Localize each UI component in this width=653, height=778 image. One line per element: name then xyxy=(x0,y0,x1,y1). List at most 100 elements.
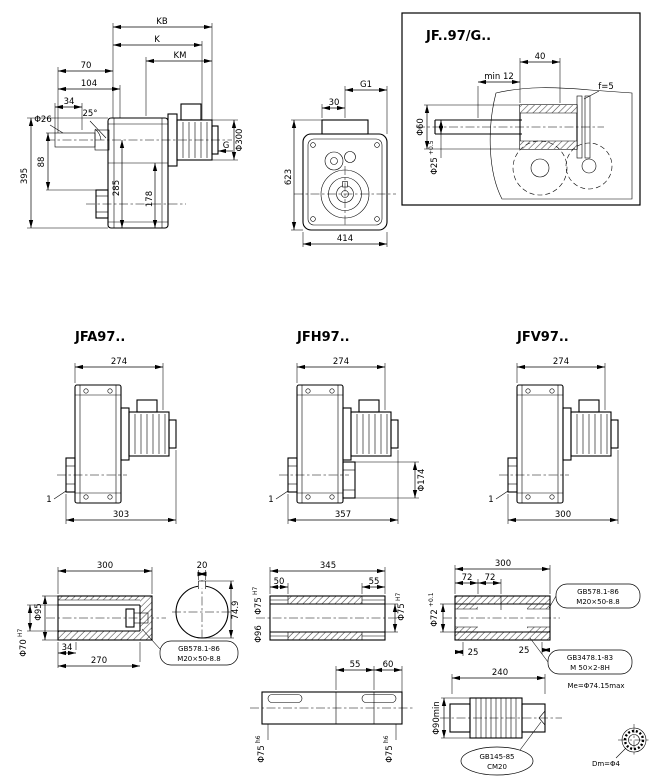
dim-sm-phi75-left-tol: H7 xyxy=(252,586,259,595)
dim-sr-72b: 72 xyxy=(485,573,496,583)
dim-sl-34: 34 xyxy=(62,643,73,653)
motor xyxy=(167,103,219,167)
unit-jfv97: JFV97.. 274 300 1 xyxy=(488,330,619,524)
dim-sm-phi75-right-tol: H7 xyxy=(395,592,402,601)
dim-sl-phi95: Φ95 xyxy=(34,603,44,621)
retaining-bolt xyxy=(125,608,149,628)
dim-sr-phi72: Φ72 +0.1 xyxy=(428,592,440,627)
dim-jfa-303: 303 xyxy=(113,510,129,520)
dim-sr-me: Me=Φ74.15max xyxy=(567,682,624,690)
dim-sr-300: 300 xyxy=(495,559,511,569)
dim-sl-phi70: Φ70 H7 xyxy=(17,628,29,656)
dim-104: 104 xyxy=(81,79,97,89)
dim-sm-phi75h6-right-tol: h6 xyxy=(383,735,390,743)
dim-sm-60: 60 xyxy=(383,660,394,670)
dim-sm-phi75-right: Φ75 H7 xyxy=(395,592,407,620)
dim-phi26: Φ26 xyxy=(34,115,52,125)
dim-sl-749: 74.9 xyxy=(231,601,241,620)
front-view: 30 G1 623 414 xyxy=(284,80,396,247)
dim-285: 285 xyxy=(112,180,122,196)
detail-box: JF..97/G.. 40 min 12 f=5 Φ60 Φ25 +0.5 xyxy=(401,12,641,206)
dim-395: 395 xyxy=(20,168,30,184)
dim-jfh-phi174: Φ174 xyxy=(417,469,427,492)
dim-k: K xyxy=(154,35,160,45)
note-jfa-1: 1 xyxy=(46,495,51,505)
dim-414: 414 xyxy=(337,234,353,244)
svg-text:Φ70: Φ70 xyxy=(19,639,29,657)
dim-sr-25a: 25 xyxy=(468,648,479,658)
svg-text:Φ75: Φ75 xyxy=(254,597,264,615)
dim-88: 88 xyxy=(37,157,47,168)
output-hub xyxy=(95,189,109,219)
center-callout-line1: GB145-85 xyxy=(479,753,514,761)
shaft-detail-keyed: 300 34 270 Φ95 Φ70 H7 20 74.9 GB578.1-86… xyxy=(17,561,241,669)
dim-sr-240: 240 xyxy=(492,668,508,678)
detail-title: JF..97/G.. xyxy=(425,29,491,44)
dim-sm-55-top: 55 xyxy=(369,577,380,587)
dim-sm-55-bot: 55 xyxy=(350,660,361,670)
dim-phi300: Φ300 xyxy=(235,129,245,152)
dim-40: 40 xyxy=(535,52,546,62)
dim-jfh-274: 274 xyxy=(333,357,349,367)
bolt-callout-right-line1: GB578.1-86 xyxy=(577,588,619,596)
gear-housing xyxy=(107,117,169,229)
solid-shaft xyxy=(250,691,414,725)
bolt-callout-line1: GB578.1-86 xyxy=(178,645,220,653)
dim-sm-phi75-left: Φ75 H7 xyxy=(252,586,264,614)
dim-sm-50: 50 xyxy=(274,577,285,587)
unit-jfa-title: JFA97.. xyxy=(74,330,125,345)
input-shaft-detail xyxy=(434,95,591,159)
spline-callout-line2: M 50×2-8H xyxy=(570,664,610,672)
input-bores xyxy=(324,151,356,171)
center-hole-callout: GB145-85 CM20 xyxy=(460,721,542,776)
dim-sl-270: 270 xyxy=(91,656,107,666)
dim-phi25-tol: +0.5 xyxy=(428,140,435,155)
dim-sl-20: 20 xyxy=(197,561,208,571)
dim-jfa-274: 274 xyxy=(111,357,127,367)
shrink-disc-cover xyxy=(342,461,356,499)
svg-text:Φ72: Φ72 xyxy=(430,609,440,627)
dim-min12: min 12 xyxy=(484,72,514,82)
bolt-callout: GB578.1-86 M20×50-8.8 xyxy=(141,628,239,666)
bolt-callout-right-line2: M20×50-8.8 xyxy=(576,598,619,606)
dim-sm-phi75h6-left: Φ75 h6 xyxy=(255,735,267,763)
dim-g: G xyxy=(223,141,230,151)
dim-sm-phi75h6-left-tol: h6 xyxy=(255,735,262,743)
housing-section xyxy=(489,87,633,200)
note-jfv-1: 1 xyxy=(488,495,493,505)
spline-callout-line1: GB3478.1-83 xyxy=(567,654,613,662)
dim-f5: f=5 xyxy=(598,82,614,92)
side-view: KB K KM 70 104 34 25° Φ26 88 395 285 178… xyxy=(20,17,245,229)
splined-solid-shaft xyxy=(440,697,562,739)
dim-kb: KB xyxy=(156,17,168,27)
bolt-callout-right: GB578.1-86 M20×50-8.8 xyxy=(548,583,641,609)
dim-sr-dm: Dm=Φ4 xyxy=(592,760,621,768)
dim-phi60: Φ60 xyxy=(416,118,426,136)
dim-178: 178 xyxy=(145,191,155,207)
svg-text:Φ75: Φ75 xyxy=(385,745,395,763)
note-jfh-1: 1 xyxy=(268,495,273,505)
dim-70: 70 xyxy=(81,61,92,71)
svg-text:Φ75: Φ75 xyxy=(397,603,407,621)
dim-km: KM xyxy=(174,51,187,61)
unit-jfv-title: JFV97.. xyxy=(516,330,569,345)
dim-34: 34 xyxy=(64,97,75,107)
bolt-callout-line2: M20×50-8.8 xyxy=(177,655,220,663)
dim-sm-phi96: Φ96 xyxy=(254,625,264,643)
svg-text:Φ25: Φ25 xyxy=(430,157,440,175)
dim-sl-300: 300 xyxy=(97,561,113,571)
dim-jfh-357: 357 xyxy=(335,510,351,520)
dim-sl-phi70-tol: H7 xyxy=(17,628,24,637)
center-callout-line2: CM20 xyxy=(487,763,507,771)
spline-callout: GB3478.1-83 M 50×2-8H xyxy=(529,637,633,675)
dim-g1: G1 xyxy=(360,80,372,90)
dim-sr-72a: 72 xyxy=(462,573,473,583)
dim-jfv-300: 300 xyxy=(555,510,571,520)
dim-sm-phi75h6-right: Φ75 h6 xyxy=(383,735,395,763)
spline-section-detail xyxy=(618,724,650,756)
svg-text:Φ75: Φ75 xyxy=(257,745,267,763)
dim-jfv-274: 274 xyxy=(553,357,569,367)
dim-sr-phi90min: Φ90min xyxy=(432,701,442,735)
